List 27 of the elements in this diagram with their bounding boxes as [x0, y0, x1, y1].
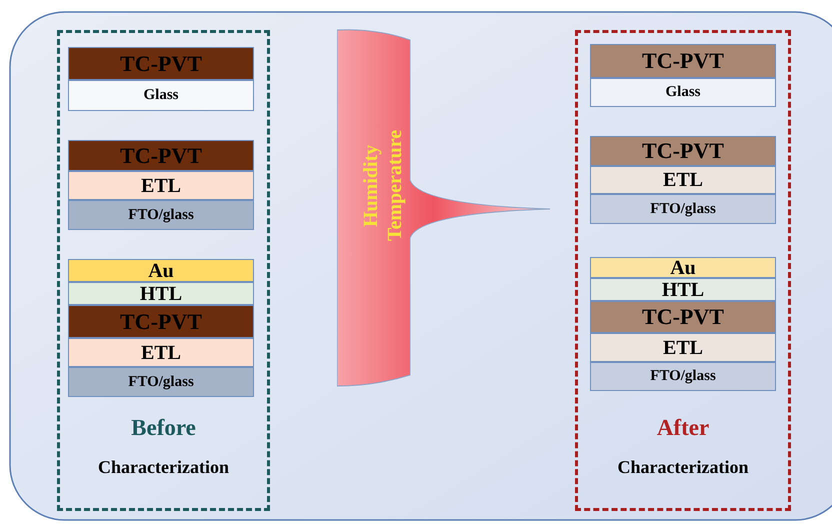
- stage-caption: Characterization: [98, 457, 229, 478]
- condition-label: Humidity Temperature: [359, 128, 407, 244]
- dashed-frame: [57, 30, 270, 511]
- stack-layer: ETL: [68, 338, 254, 367]
- stack-layer: ETL: [68, 171, 254, 200]
- stack-layer: FTO/glass: [68, 367, 254, 397]
- stack-layer: HTL: [68, 282, 254, 305]
- stack-layer: Glass: [590, 78, 776, 107]
- stack-layer: ETL: [590, 333, 776, 362]
- dashed-frame: [575, 30, 791, 511]
- stack-layer: Glass: [68, 80, 254, 111]
- stack-layer: FTO/glass: [590, 362, 776, 391]
- stack-layer: TC-PVT: [68, 47, 254, 80]
- stack-layer: TC-PVT: [590, 301, 776, 333]
- stack-layer: TC-PVT: [68, 140, 254, 171]
- stage-heading: Before: [131, 415, 196, 441]
- stage-caption: Characterization: [618, 457, 748, 478]
- stack-layer: TC-PVT: [590, 44, 776, 78]
- stack-layer: FTO/glass: [68, 200, 254, 230]
- stack-layer: Au: [590, 257, 776, 278]
- stage-heading: After: [656, 415, 710, 441]
- stack-layer: Au: [68, 259, 254, 282]
- stack-layer: TC-PVT: [68, 305, 254, 338]
- stack-layer: ETL: [590, 166, 776, 194]
- stack-layer: TC-PVT: [590, 136, 776, 166]
- stack-layer: FTO/glass: [590, 194, 776, 224]
- stack-layer: HTL: [590, 278, 776, 301]
